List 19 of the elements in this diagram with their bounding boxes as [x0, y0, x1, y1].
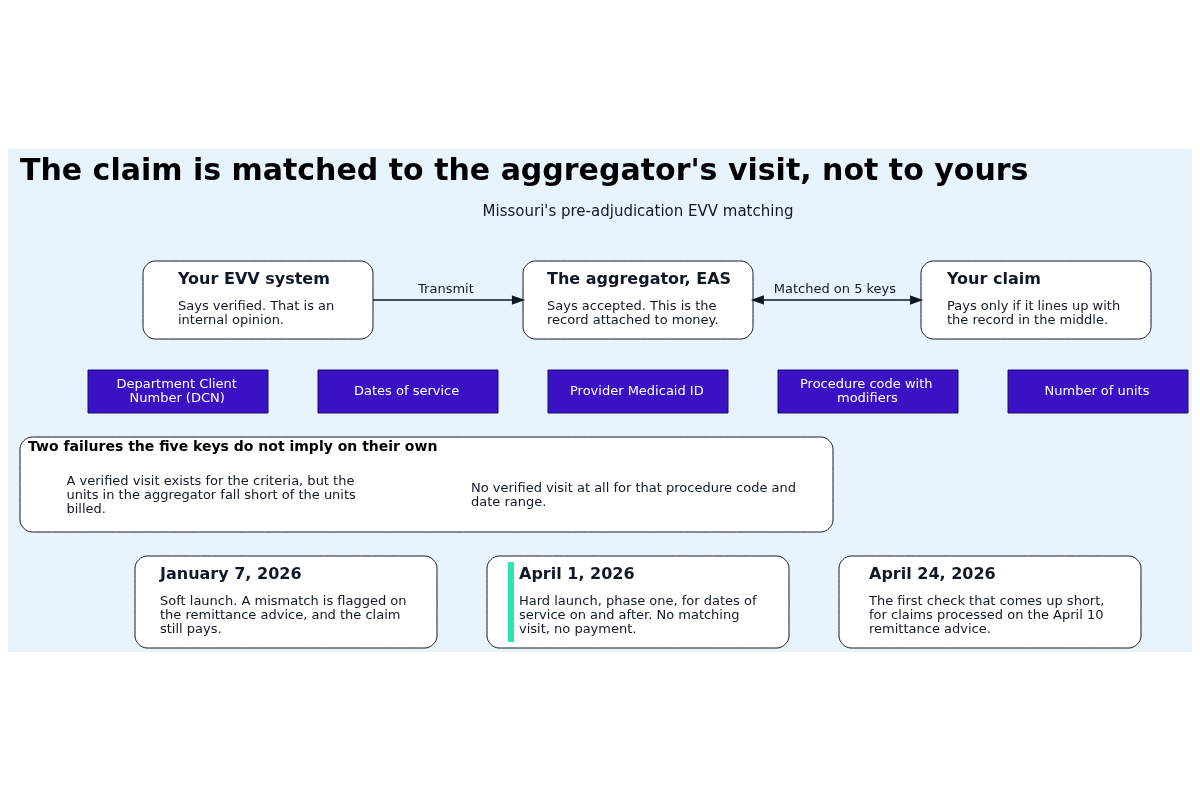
node-box: Dates of service [317, 369, 499, 413]
node-box: The aggregator, EAS Says accepted. This is the record attached to money. [522, 260, 754, 339]
node-box: Your EVV system Says verified. That is an internal opinion. [142, 260, 374, 339]
node-text: A verified visit exists for the criteria, but the units in the aggregator fall short of the units billed. [66, 472, 356, 516]
edge-label: Matched on 5 keys [773, 280, 897, 296]
node-box: Department Client Number (DCN) [87, 369, 269, 413]
node-box: Provider Medicaid ID [547, 369, 729, 413]
diagram-title: The claim is matched to the aggregator's visit, not to yours [20, 151, 1029, 187]
node-text: No verified visit at all for that procedure code and date range. [471, 479, 797, 509]
node-box: April 1, 2026 Hard launch, phase one, for dates of service on and after. No matching visit, no payment. [486, 555, 790, 648]
node-box: Procedure code with modifiers [777, 369, 959, 413]
node-box: Your claim Pays only if it lines up with the record in the middle. [920, 260, 1152, 339]
node-box: April 24, 2026 The first check that comes up short, for claims processed on the April 10 remittance advice. [838, 555, 1142, 648]
node-box: Number of units [1007, 369, 1189, 413]
label: Missouri's pre-adjudication EVV matching [482, 201, 794, 219]
arrow [372, 294, 526, 305]
node-box: January 7, 2026 Soft launch. A mismatch is flagged on the remittance advice, and the claim still pays. [134, 555, 438, 648]
edge-label: Transmit [418, 280, 474, 296]
arrow [750, 294, 924, 305]
